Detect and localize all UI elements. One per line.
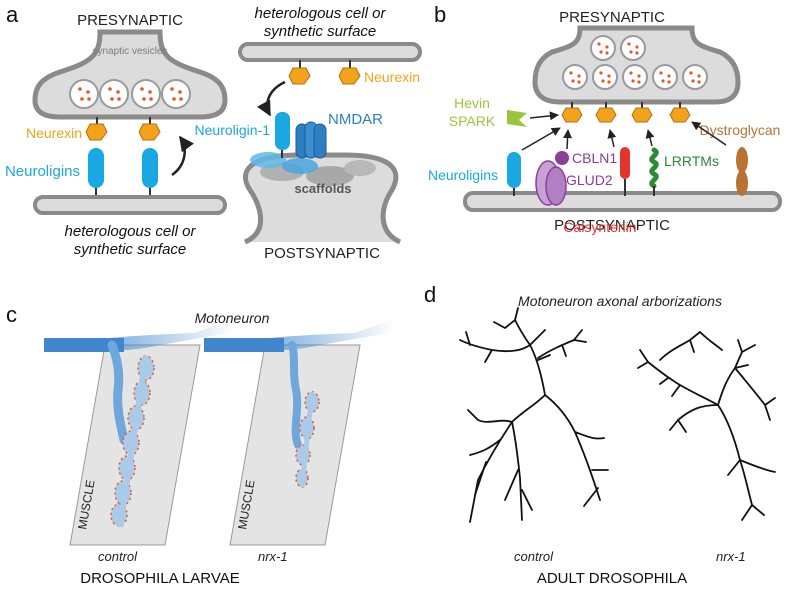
- induction-arrow-a: [171, 135, 195, 177]
- axon-control: [44, 318, 235, 445]
- control-label-d: control: [514, 549, 554, 564]
- presynaptic-terminal-a: [32, 29, 228, 120]
- hevin-label: Hevin: [454, 95, 490, 111]
- spark-label: SPARK: [449, 113, 496, 129]
- glud2-label: GLUD2: [566, 172, 613, 188]
- heterologous-surface-a-right: [238, 42, 422, 62]
- panel-d: d Motoneuron axonal arborizations contro…: [424, 282, 776, 587]
- scaffolds-label: scaffolds: [294, 181, 351, 196]
- neuroligins-label-a: Neuroligins: [5, 163, 80, 180]
- dystroglycan: [736, 147, 748, 196]
- panel-c-letter: c: [6, 302, 17, 327]
- postsynaptic-label-b: POSTSYNAPTIC: [554, 217, 670, 234]
- calsyntenin-label: Calsyntenin: [563, 219, 636, 235]
- neurexins-b: [561, 102, 691, 123]
- lrrtm: [649, 147, 659, 196]
- panel-c: c Motoneuron MUSCLE MUSCLE: [6, 302, 395, 587]
- caption-a-right-2: synthetic surface: [264, 23, 377, 40]
- arrow-cbln1: [563, 129, 573, 150]
- presynaptic-label-a: PRESYNAPTIC: [77, 12, 183, 29]
- control-label-c: control: [98, 549, 138, 564]
- synaptic-vesicles-a: [69, 79, 191, 109]
- nrx1-label-c: nrx-1: [258, 549, 288, 564]
- arrow-dystroglycan: [691, 121, 727, 146]
- nmj-branch-control: [117, 355, 149, 528]
- synaptic-vesicles-b: [562, 35, 708, 90]
- synaptic-vesicles-label: synaptic vesicles: [92, 46, 167, 57]
- presynaptic-label-b: PRESYNAPTIC: [559, 9, 665, 26]
- hevin-spark-shape: [507, 110, 527, 127]
- caption-a-right-1: heterologous cell or: [255, 5, 387, 22]
- neuroligins-label-b: Neuroligins: [428, 167, 498, 183]
- cbln1-label: CBLN1: [572, 150, 617, 166]
- dystroglycan-label: Dystroglycan: [700, 122, 781, 138]
- panel-d-letter: d: [424, 282, 436, 307]
- panel-a-letter: a: [6, 2, 19, 27]
- axon-nrx1: [204, 318, 395, 449]
- neuroligin-b: [507, 152, 521, 196]
- panel-b: b PRESYNAPTIC: [428, 2, 782, 235]
- adult-drosophila-caption: ADULT DROSOPHILA: [537, 570, 687, 587]
- induction-arrow-a-right: [256, 80, 286, 117]
- glud2: [535, 160, 567, 206]
- drosophila-larvae-caption: DROSOPHILA LARVAE: [80, 570, 240, 587]
- arrow-neuroligin: [521, 127, 561, 151]
- caption-a-left-2: synthetic surface: [74, 241, 187, 258]
- neurexin-a: [85, 117, 161, 141]
- lrrtms-label: LRRTMs: [664, 153, 719, 169]
- arrow-hevin: [529, 111, 559, 121]
- neurexin-a-right: [288, 60, 361, 85]
- panel-a-right: heterologous cell or synthetic surface N…: [195, 5, 422, 262]
- postsynaptic-membrane-b: [463, 191, 782, 212]
- nrx1-label-d: nrx-1: [716, 549, 746, 564]
- neuroligins-a: [88, 148, 158, 198]
- scaffolds: [250, 152, 376, 186]
- caption-a-left-1: heterologous cell or: [65, 223, 197, 240]
- arbor-nrx1: [637, 331, 776, 521]
- neuroligin-1-label: Neuroligin-1: [195, 122, 271, 138]
- arbor-control: [459, 307, 609, 523]
- calsyntenin: [620, 147, 630, 196]
- panel-b-letter: b: [434, 2, 446, 27]
- motoneuron-title: Motoneuron: [195, 310, 270, 326]
- nmdar-label: NMDAR: [328, 111, 383, 128]
- cbln1-shape: [555, 151, 569, 165]
- neuroligin-1-a: [275, 112, 290, 158]
- nmj-branch-nrx1: [299, 391, 315, 488]
- arborizations-title: Motoneuron axonal arborizations: [518, 293, 722, 309]
- arrow-lrrtm: [645, 129, 655, 147]
- postsynaptic-label-a: POSTSYNAPTIC: [264, 245, 380, 262]
- neurexin-label-a: Neurexin: [26, 125, 82, 141]
- nmdar: [295, 121, 327, 159]
- neurexin-label-a-right: Neurexin: [364, 69, 420, 85]
- arrow-calsyntenin: [607, 129, 617, 148]
- panel-a: a PRESYNAPTIC synaptic vesicles Neurexin: [5, 2, 228, 258]
- heterologous-surface-a: [33, 195, 227, 215]
